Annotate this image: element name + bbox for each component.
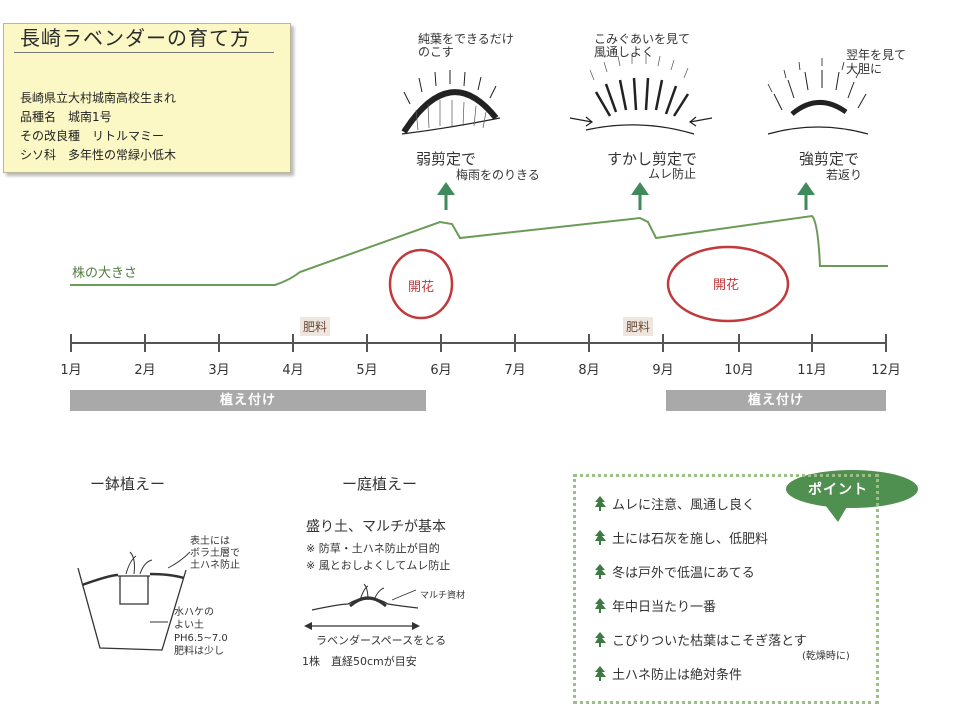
info-title: 長崎ラベンダーの育て方 [20, 26, 251, 50]
pruning-label-2b: ムレ防止 [648, 167, 697, 181]
month-label: 10月 [724, 363, 754, 378]
points-box [573, 474, 879, 704]
point-text: こびりついた枯葉はこそぎ落とす [612, 634, 807, 649]
info-divider [14, 52, 274, 53]
info-line-improved: その改良種 リトルマミー [20, 129, 165, 143]
month-label: 3月 [208, 363, 230, 378]
pruning-arrow-1 [437, 182, 455, 210]
tree-icon [595, 530, 606, 545]
fertilizer-label-spring: 肥料 [300, 317, 331, 336]
flowering-circle-autumn [666, 245, 790, 323]
point-item: 冬は戸外で低温にあてる [594, 562, 755, 581]
planting-bar-autumn: 植え付け [666, 390, 886, 411]
info-line-variety: 品種名 城南1号 [20, 110, 112, 124]
points-badge-label: ポイント [808, 482, 868, 498]
growth-label: 株の大きさ [72, 266, 138, 281]
pot-section-title: ー鉢植えー [90, 475, 166, 493]
garden-bullet-2: ※ 風とおしよくしてムレ防止 [306, 559, 451, 572]
month-label: 1月 [60, 363, 82, 378]
month-label: 5月 [356, 363, 378, 378]
flowering-label-autumn: 開花 [713, 278, 740, 293]
point-text: 冬は戸外で低温にあてる [612, 566, 755, 581]
garden-heading: 盛り土、マルチが基本 [306, 519, 446, 535]
mulch-label: マルチ資材 [420, 591, 466, 601]
month-label: 2月 [134, 363, 156, 378]
pruning-arrow-2 [631, 182, 649, 210]
point-item: 土ハネ防止は絶対条件 [594, 664, 742, 683]
garden-bullet-1: ※ 防草・土ハネ防止が目的 [306, 542, 440, 555]
info-box [3, 23, 291, 173]
fertilizer-label-autumn: 肥料 [623, 317, 654, 336]
growth-curve [70, 214, 888, 286]
point-note: (乾燥時に) [802, 651, 850, 662]
point-item: 年中日当たり一番 [594, 596, 716, 615]
info-line-family: シソ科 多年性の常緑小低木 [20, 148, 177, 162]
tree-icon [595, 632, 606, 647]
month-label: 11月 [797, 363, 827, 378]
points-badge [786, 470, 918, 522]
month-label: 9月 [652, 363, 674, 378]
point-text: 年中日当たり一番 [612, 600, 717, 615]
tree-icon [595, 666, 606, 681]
space-label: ラベンダースペースをとる [316, 634, 447, 647]
pruning-label-3b: 若返り [826, 168, 863, 182]
month-label: 6月 [430, 363, 452, 378]
pruning-label-3a: 強剪定で [799, 150, 860, 168]
pruning-note-1: 純葉をできるだけ のこす [418, 32, 514, 59]
point-item: こびりついた枯葉はこそぎ落とす [594, 630, 807, 649]
point-text: 土には石灰を施し、低肥料 [612, 532, 769, 547]
pruning-note-3: 翌年を見て 大胆に [846, 48, 907, 76]
garden-illustration [304, 583, 420, 630]
info-line-origin: 長崎県立大村城南高校生まれ [20, 91, 177, 105]
tree-icon [595, 598, 606, 613]
flowering-circle-summer [388, 248, 454, 320]
pruning-label-1a: 弱剪定で [416, 150, 477, 168]
strong-pruning-illustration [767, 58, 869, 135]
pot-note-bottom: 水ハケの よい土 PH6.5~7.0 肥料は少し [174, 607, 228, 657]
tree-icon [595, 564, 606, 579]
pruning-label-2a: すかし剪定で [607, 150, 698, 168]
point-item: 土には石灰を施し、低肥料 [594, 528, 768, 547]
month-label: 7月 [504, 363, 526, 378]
pot-note-top: 表土には ボラ土層で 土ハネ防止 [190, 536, 240, 571]
pot-illustration [77, 551, 191, 651]
size-label: 1株 直経50cmが目安 [302, 655, 417, 668]
planting-bar-spring: 植え付け [70, 390, 426, 411]
point-text: 土ハネ防止は絶対条件 [612, 668, 743, 683]
pruning-label-1b: 梅雨をのりきる [456, 168, 540, 182]
tree-icon [595, 496, 606, 511]
pruning-note-2: こみぐあいを見て 風通しよく [594, 32, 691, 59]
thinning-pruning-illustration [569, 54, 713, 135]
point-item: ムレに注意、風通し良く [594, 494, 755, 513]
weak-pruning-illustration [401, 70, 501, 135]
month-label: 12月 [871, 363, 901, 378]
point-text: ムレに注意、風通し良く [612, 498, 756, 513]
month-label: 4月 [282, 363, 304, 378]
garden-section-title: ー庭植えー [342, 475, 418, 493]
flowering-label-summer: 開花 [408, 280, 435, 295]
pruning-arrow-3 [797, 182, 815, 210]
month-label: 8月 [578, 363, 600, 378]
